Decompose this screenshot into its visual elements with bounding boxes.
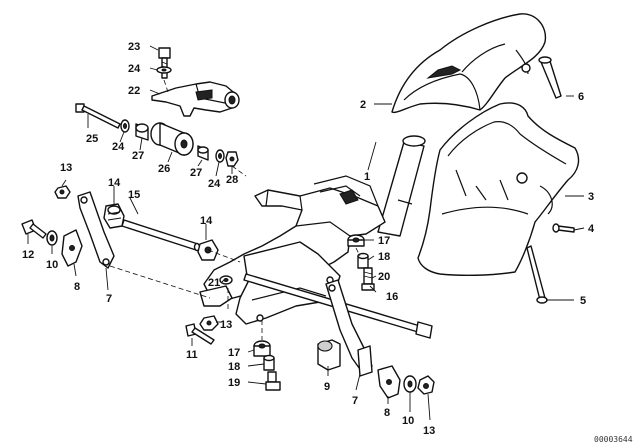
callout-3: 3	[588, 191, 594, 203]
callout-8: 8	[74, 281, 80, 293]
washer-24-right	[215, 149, 225, 163]
callout-14: 14	[108, 177, 121, 189]
lock-bracket-22	[151, 81, 240, 117]
callout-13: 13	[60, 162, 72, 174]
upper-column-trim	[391, 13, 547, 114]
pin-15	[121, 219, 201, 252]
callout-18: 18	[228, 361, 240, 373]
callout-26: 26	[158, 163, 170, 175]
callout-8: 8	[384, 407, 390, 419]
callout-16: 16	[386, 291, 398, 303]
callout-13: 13	[423, 425, 435, 437]
callout-9: 9	[324, 381, 330, 393]
callout-24: 24	[208, 178, 221, 190]
bushing-14-left	[103, 203, 125, 229]
sleeve-18-lower	[263, 354, 275, 371]
callout-1: 1	[364, 171, 370, 183]
callout-14: 14	[200, 215, 213, 227]
bush-17-lower	[253, 340, 271, 357]
bolt-11	[185, 323, 215, 345]
leader-lines	[27, 45, 585, 421]
bolt-19	[265, 371, 281, 391]
bolt-20	[361, 267, 375, 291]
lower-column-trim	[417, 102, 580, 277]
callout-2: 2	[360, 99, 366, 111]
callout-labels: 23 24 22 25 24 27 26 27 24 28 2 6 3 4 5 …	[22, 41, 595, 437]
callout-22: 22	[128, 85, 140, 97]
washer-10-left	[46, 230, 58, 246]
callout-13: 13	[220, 319, 232, 331]
bushing-26	[150, 122, 194, 156]
callout-7: 7	[352, 395, 358, 407]
steering-column-assembly	[199, 135, 426, 325]
callout-24: 24	[128, 63, 141, 75]
screw-5	[526, 245, 548, 304]
washer-24-top	[156, 66, 172, 74]
callout-25: 25	[86, 133, 98, 145]
washer-24-left	[120, 119, 130, 133]
spacer-27-left	[135, 123, 149, 141]
callout-12: 12	[22, 249, 34, 261]
callout-6: 6	[578, 91, 584, 103]
callout-15: 15	[128, 189, 140, 201]
diagram-code: 00003644	[594, 435, 633, 444]
callout-28: 28	[226, 174, 238, 186]
callout-24: 24	[112, 141, 125, 153]
washer-10-right	[403, 375, 417, 393]
nut-28	[225, 151, 239, 167]
callout-27: 27	[190, 167, 202, 179]
bolt-25	[75, 103, 121, 129]
nut-13-left	[54, 185, 71, 199]
sleeve-18-upper	[357, 252, 369, 269]
callout-19: 19	[228, 377, 240, 389]
screw-6	[538, 56, 562, 99]
callout-18: 18	[378, 251, 390, 263]
plate-7-left	[77, 191, 115, 269]
callout-10: 10	[402, 415, 414, 427]
callout-27: 27	[132, 150, 144, 162]
callout-11: 11	[186, 349, 198, 361]
washer-21	[219, 275, 233, 285]
callout-20: 20	[378, 271, 390, 283]
bush-17-upper	[347, 234, 365, 247]
spacer-9	[317, 339, 341, 371]
callout-5: 5	[580, 295, 586, 307]
nut-13-center	[199, 315, 219, 331]
callout-23: 23	[128, 41, 140, 53]
callout-21: 21	[208, 277, 220, 289]
plate-7-right	[325, 279, 373, 377]
callout-10: 10	[46, 259, 58, 271]
callout-17: 17	[228, 347, 240, 359]
alignment-lines	[109, 79, 361, 340]
bracket-8-right	[377, 365, 401, 399]
callout-17: 17	[378, 235, 390, 247]
callout-4: 4	[588, 223, 595, 235]
bracket-8-left	[61, 229, 83, 267]
spacer-27-right	[197, 145, 209, 161]
bolt-12	[21, 219, 47, 239]
nut-13-right	[417, 375, 435, 395]
screw-4	[552, 223, 575, 233]
callout-7: 7	[106, 293, 112, 305]
